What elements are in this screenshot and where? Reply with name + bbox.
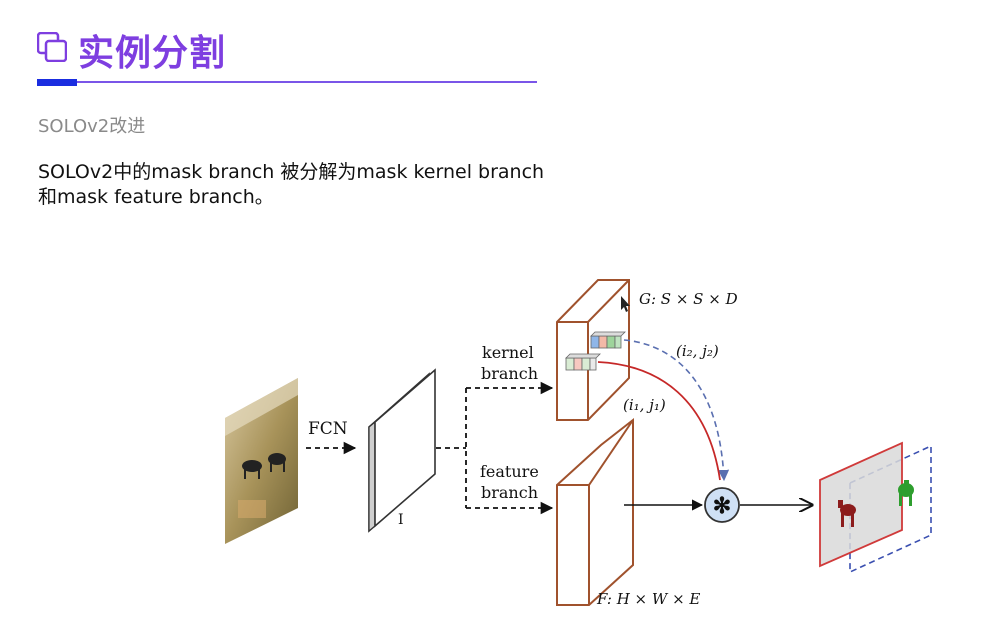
mask-instance-2 [898,480,914,506]
feature-map-label: I [398,512,404,528]
conv-symbol-icon: ✻ [713,493,731,519]
section-subtitle: SOLOv2改进 [38,116,146,137]
title-squares-icon [37,32,67,62]
page-title: 实例分割 [78,33,227,74]
dynamic-conv-node [704,487,740,523]
kernel-i2j2-arrow [623,339,730,482]
kernel-branch-label-1: kernel [482,343,534,362]
input-image [225,378,298,544]
i1j1-label: (i₁, j₁) [623,396,666,414]
title-underline [37,81,537,83]
mask-instance-1 [838,500,856,527]
output-masks [819,441,932,574]
kernel-tensor-G [556,279,630,421]
cursor-icon [621,296,630,312]
kernel-cell-i2j2 [590,331,626,349]
feature-branch-label-1: feature [480,462,539,481]
title-underline-accent [37,79,77,86]
f-shape-label: F: H × W × E [596,590,700,608]
fcn-label: FCN [308,419,348,439]
g-shape-label: G: S × S × D [639,290,738,308]
kernel-i1j1-arrow [597,361,721,481]
body-paragraph: SOLOv2中的mask branch 被分解为mask kernel bran… [38,161,545,208]
kernel-cell-i1j1 [565,353,601,371]
branch-split-lines [436,381,554,515]
zebra-icon [242,453,286,479]
feature-tensor-F [556,417,634,606]
feature-map-I [368,368,436,533]
feature-branch-label-2: branch [481,483,538,502]
i2j2-label: (i₂, j₂) [676,342,719,360]
kernel-branch-label-2: branch [481,364,538,383]
